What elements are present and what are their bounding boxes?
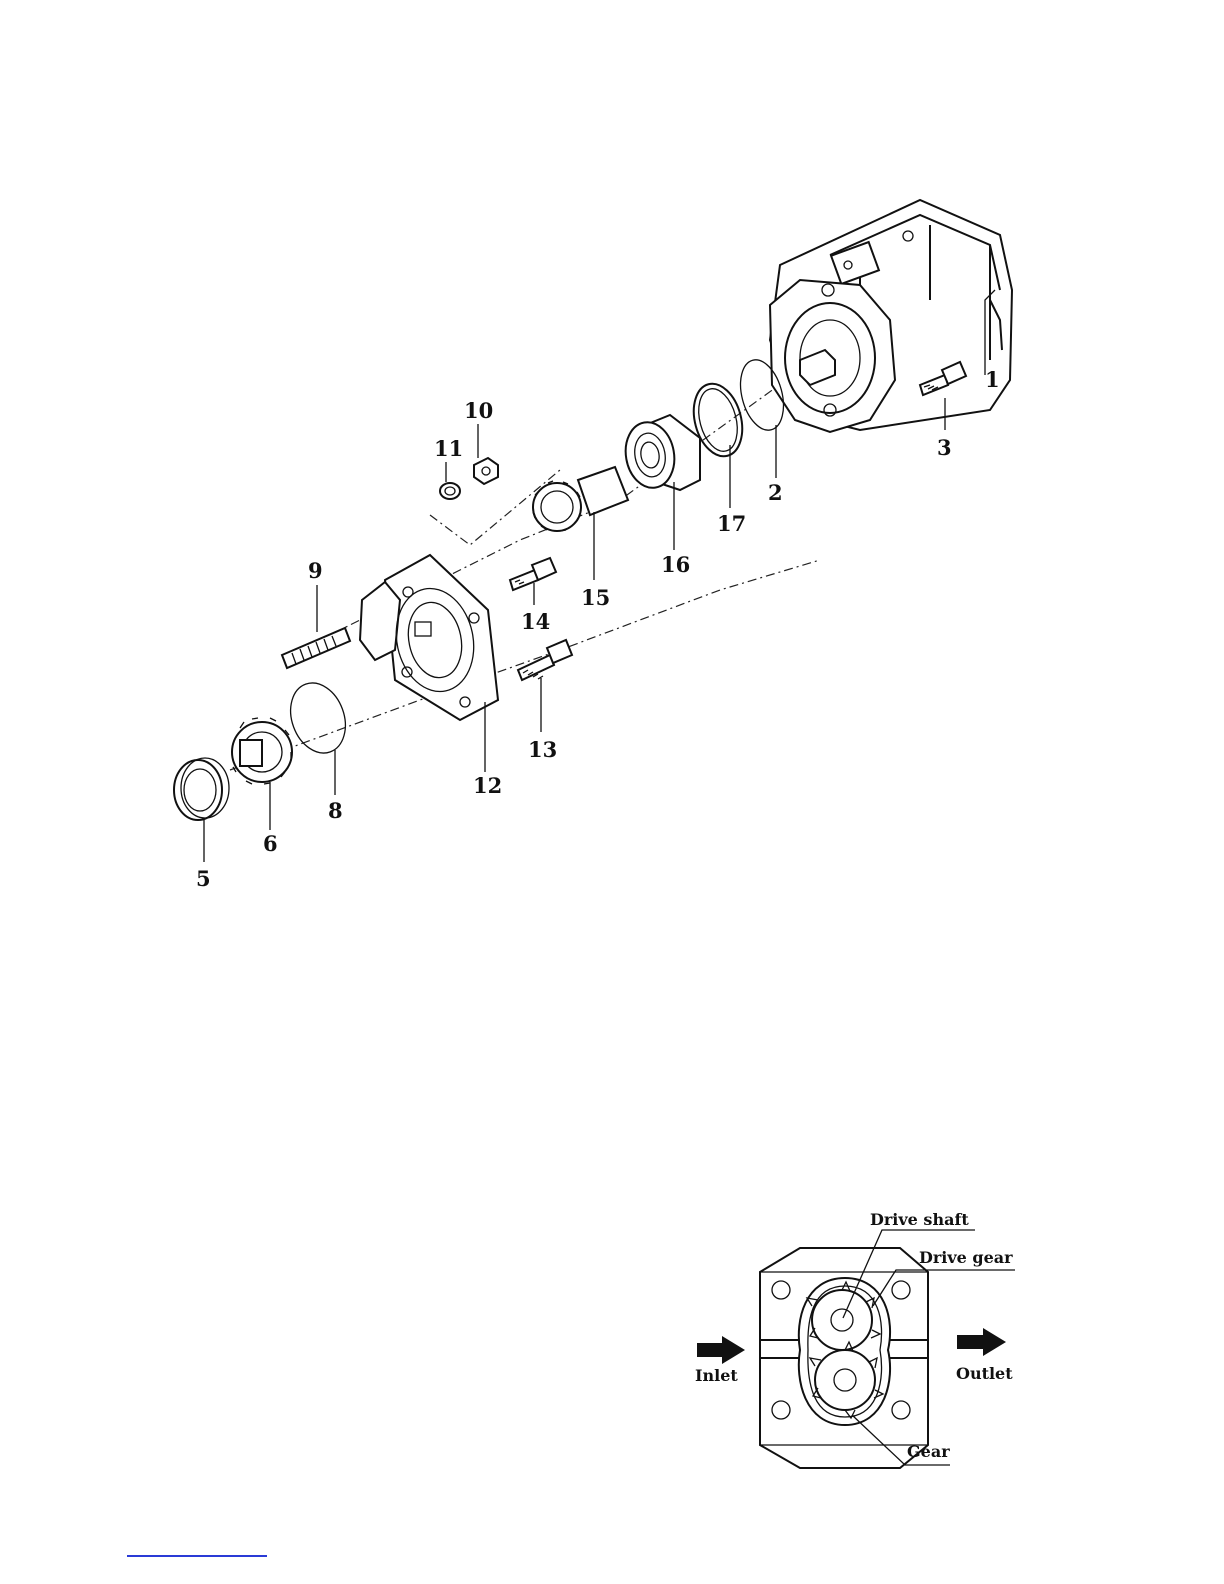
callout-3: 3 — [937, 435, 952, 460]
callout-5: 5 — [196, 866, 211, 891]
bolt-part-14 — [510, 558, 556, 590]
callout-17: 17 — [717, 511, 746, 536]
drive-gear-label: Drive gear — [919, 1248, 1013, 1267]
callout-14: 14 — [521, 609, 550, 634]
callout-15: 15 — [581, 585, 610, 610]
bearing-part-16 — [621, 415, 700, 492]
drive-shaft-label: Drive shaft — [870, 1210, 969, 1229]
inlet-label: Inlet — [695, 1366, 738, 1385]
callout-9: 9 — [308, 558, 323, 583]
nut-part-10 — [474, 458, 498, 484]
callout-2: 2 — [768, 480, 783, 505]
callout-10: 10 — [464, 398, 493, 423]
gear-shaft-part-15 — [533, 467, 628, 531]
assembly-centerlines — [230, 370, 955, 770]
outlet-arrow-icon — [957, 1328, 1006, 1356]
callout-13: 13 — [528, 737, 557, 762]
callout-16: 16 — [661, 552, 690, 577]
stud-part-9 — [282, 628, 350, 668]
inlet-arrow-icon — [697, 1336, 745, 1364]
outlet-label: Outlet — [956, 1364, 1013, 1383]
collar-part-5 — [174, 758, 229, 820]
callout-12: 12 — [473, 773, 502, 798]
pump-body — [770, 200, 1012, 432]
callout-11: 11 — [434, 436, 463, 461]
callout-1: 1 — [985, 367, 1000, 392]
gear-pump-section: Drive shaft Drive gear Inlet Outlet Gear — [695, 1210, 1015, 1468]
bottom-link-rule — [127, 1555, 267, 1557]
gear-label: Gear — [907, 1442, 950, 1461]
washer-part-11 — [440, 483, 460, 499]
gear-part-6 — [232, 718, 292, 784]
bolt-part-13 — [518, 640, 572, 680]
mounting-flange-part-12 — [360, 555, 498, 720]
callout-8: 8 — [328, 798, 343, 823]
callout-6: 6 — [263, 831, 278, 856]
